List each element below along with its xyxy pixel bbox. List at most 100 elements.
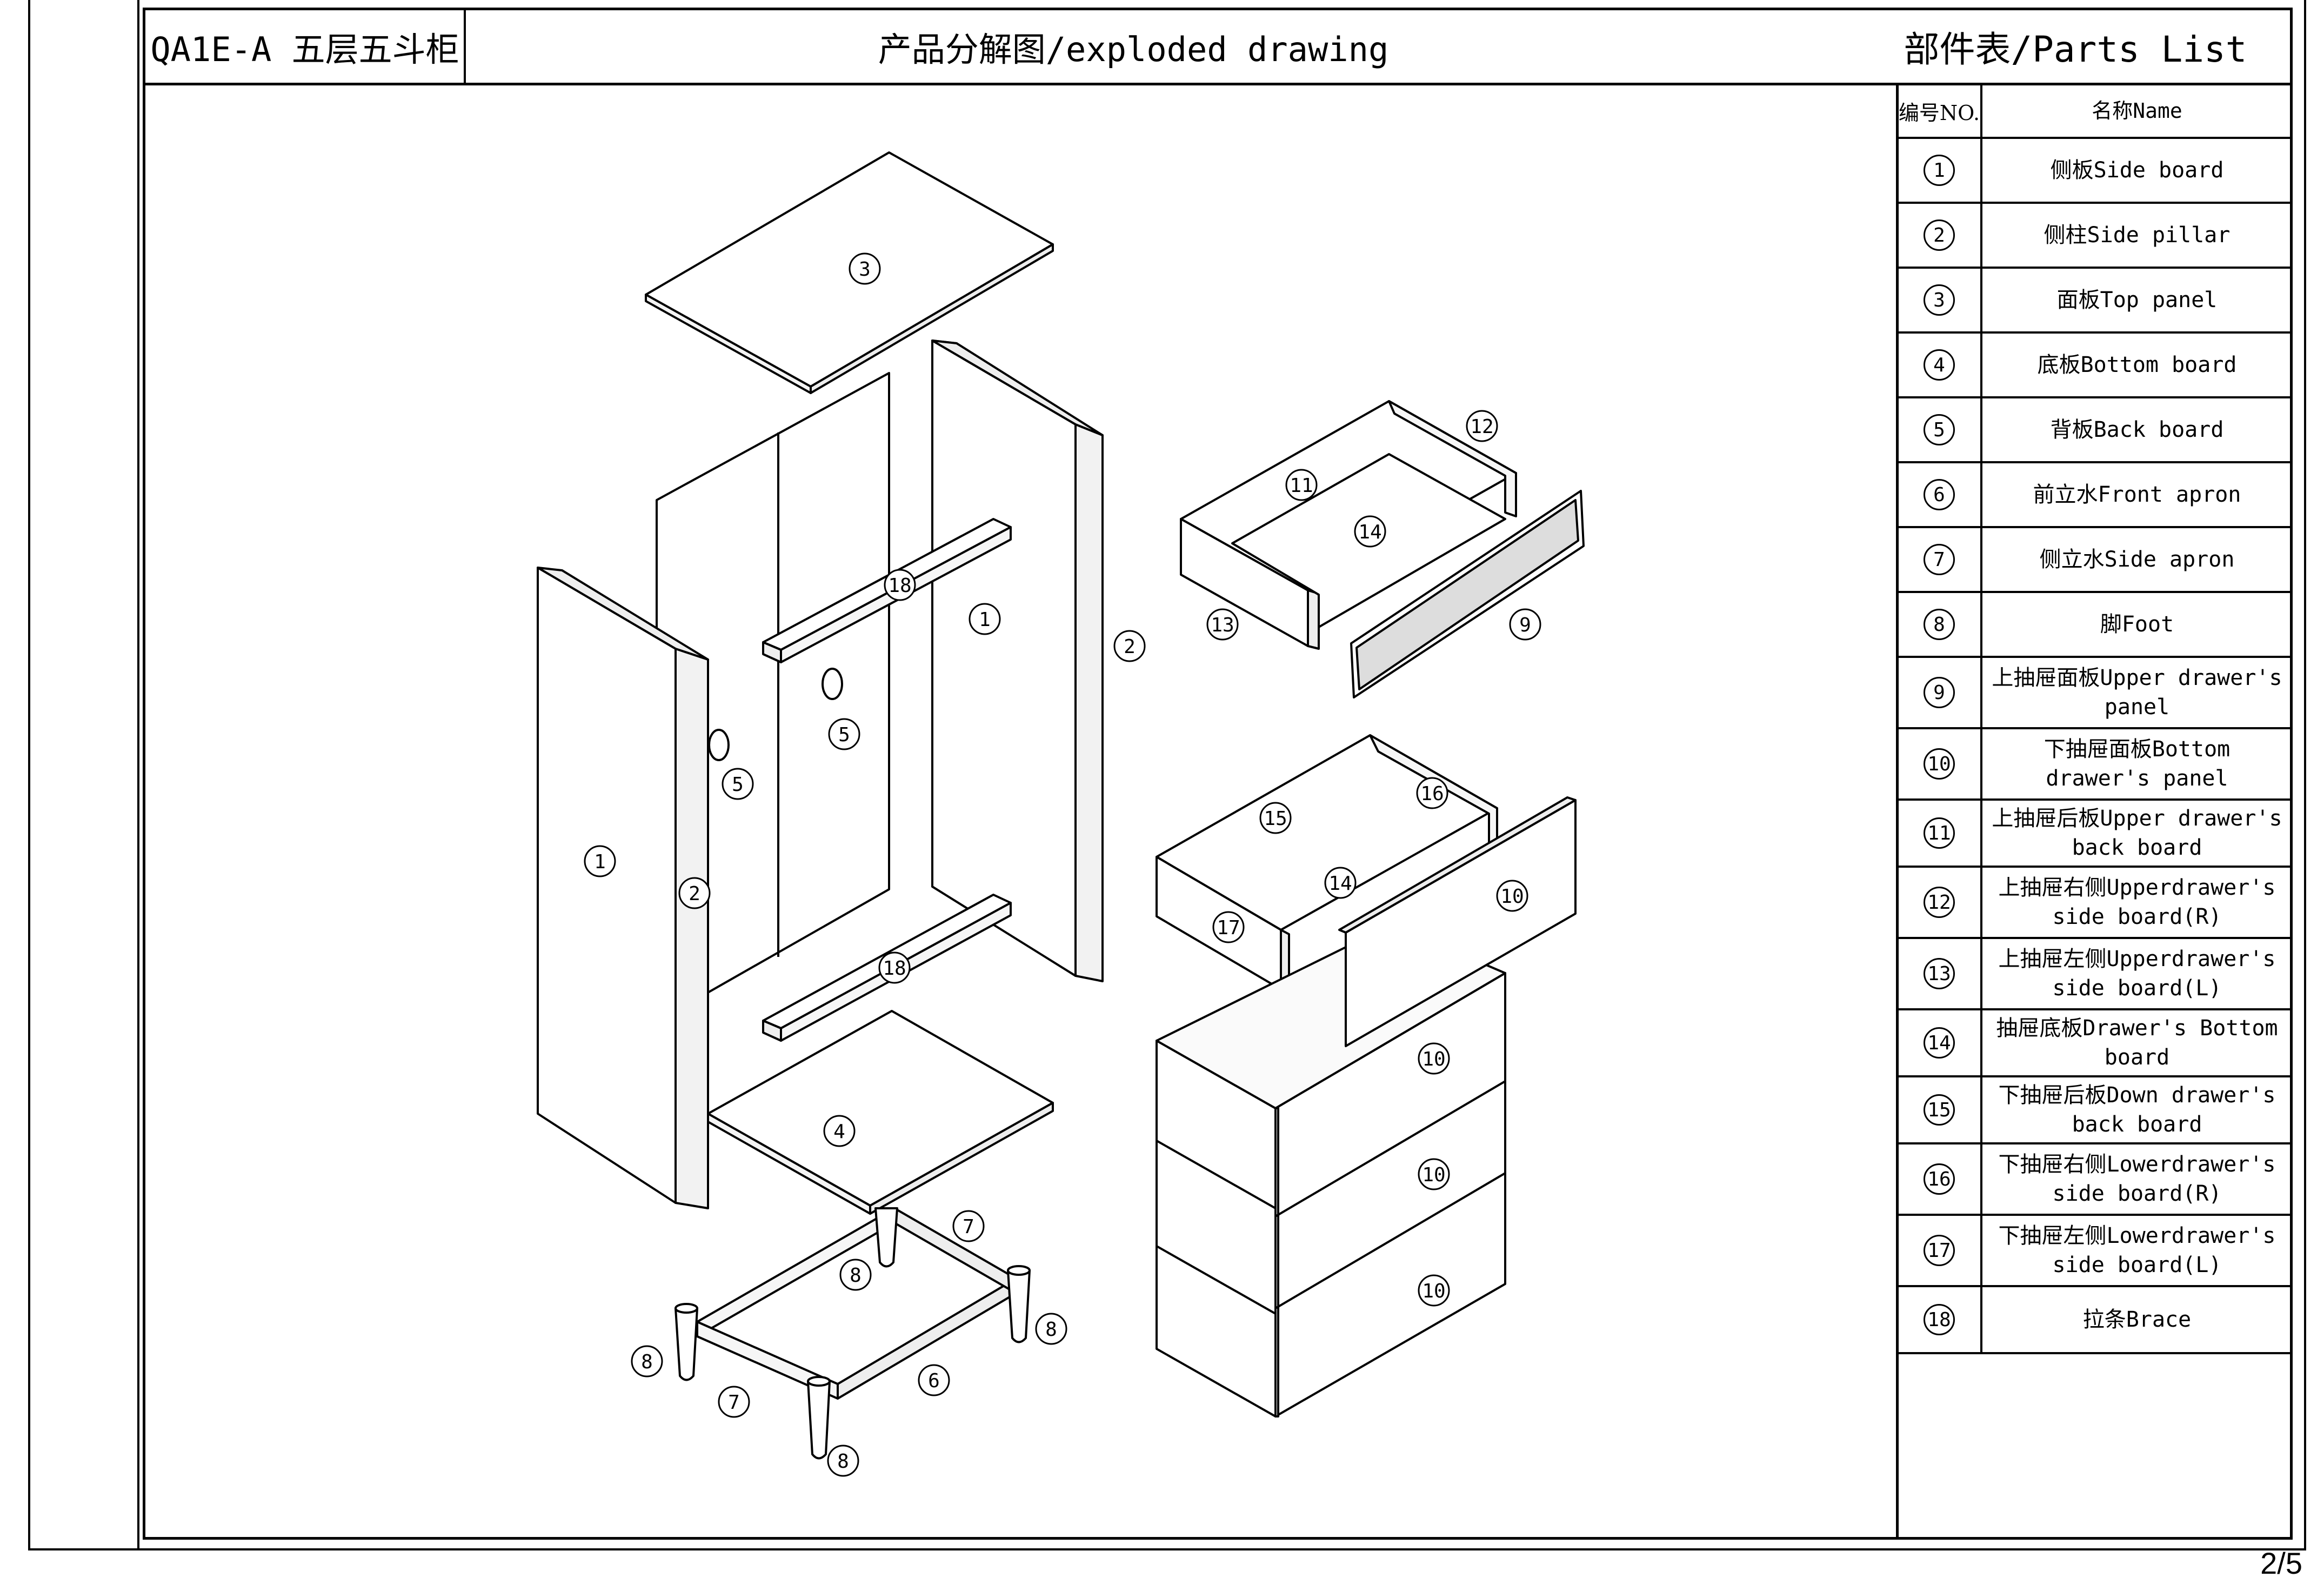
callout-17: 17 — [1212, 911, 1245, 943]
part-number: 2 — [1898, 204, 1982, 267]
part-name: 下抽屉面板Bottom drawer's panel — [2043, 737, 2230, 791]
callout-14a: 14 — [1354, 515, 1386, 548]
svg-text:11: 11 — [1290, 475, 1313, 497]
col-no-header: 编号NO. — [1898, 85, 1982, 137]
parts-list-title: 部件表/Parts List — [1904, 28, 2247, 70]
outer-frame-right — [2304, 0, 2306, 1550]
part-name: 拉条Brace — [2082, 1307, 2192, 1332]
svg-text:5: 5 — [732, 774, 744, 796]
upper-drawer-panel — [1350, 490, 1585, 698]
part-name: 上抽屉右侧Upperdrawer's side board(R) — [1998, 875, 2276, 929]
page-number: 2/5 — [2260, 1546, 2302, 1580]
callout-5a: 5 — [828, 718, 860, 750]
part-number-circle: 7 — [1924, 544, 1955, 575]
callout-8c: 8 — [631, 1345, 663, 1377]
callout-7b: 7 — [718, 1386, 750, 1418]
parts-row-7: 7 侧立水Side apron — [1898, 528, 2292, 593]
part-number: 7 — [1898, 528, 1982, 591]
callout-18b: 18 — [878, 951, 911, 984]
part-number: 5 — [1898, 398, 1982, 461]
svg-text:8: 8 — [641, 1351, 653, 1373]
part-name: 下抽屉左侧Lowerdrawer's side board(L) — [1998, 1223, 2276, 1277]
svg-text:10: 10 — [1422, 1280, 1445, 1302]
part-number-circle: 1 — [1924, 155, 1955, 186]
svg-text:6: 6 — [928, 1370, 940, 1392]
part-number: 15 — [1898, 1077, 1982, 1142]
part-name: 侧柱Side pillar — [2043, 223, 2230, 248]
callout-11: 11 — [1285, 469, 1318, 501]
callout-8b: 8 — [1035, 1313, 1067, 1345]
parts-column-divider — [1896, 83, 1899, 1540]
callout-1b: 1 — [584, 845, 616, 877]
svg-text:2: 2 — [1124, 636, 1136, 658]
part-number: 17 — [1898, 1216, 1982, 1285]
part-number-circle: 17 — [1924, 1235, 1955, 1266]
callout-10d: 10 — [1418, 1274, 1450, 1307]
callout-9: 9 — [1509, 608, 1541, 641]
part-number: 6 — [1898, 463, 1982, 526]
callout-13: 13 — [1206, 608, 1239, 641]
parts-table-header: 编号NO. 名称Name — [1898, 85, 2292, 139]
part-name: 下抽屉后板Down drawer's back board — [1998, 1083, 2276, 1137]
callout-14b: 14 — [1324, 867, 1357, 899]
svg-text:4: 4 — [833, 1121, 845, 1143]
part-number: 18 — [1898, 1287, 1982, 1352]
parts-row-10: 10 下抽屉面板Bottom drawer's panel — [1898, 729, 2292, 801]
outer-frame-left — [28, 0, 30, 1550]
svg-text:5: 5 — [838, 724, 850, 746]
part-number: 9 — [1898, 658, 1982, 727]
callout-3: 3 — [849, 252, 881, 285]
part-number-circle: 6 — [1924, 479, 1955, 510]
callout-10b: 10 — [1418, 1042, 1450, 1075]
svg-text:2: 2 — [689, 883, 700, 905]
header-divider — [143, 83, 2293, 85]
part-number: 14 — [1898, 1010, 1982, 1075]
outer-frame-bottom — [28, 1548, 2306, 1550]
callout-7a: 7 — [952, 1210, 985, 1242]
svg-text:8: 8 — [837, 1450, 849, 1473]
part-number-circle: 12 — [1924, 887, 1955, 918]
svg-text:1: 1 — [979, 609, 991, 631]
part-number-circle: 18 — [1924, 1304, 1955, 1335]
model-label: QA1E-A 五层五斗柜 — [150, 29, 459, 69]
callout-18a: 18 — [884, 569, 916, 601]
part-number-circle: 4 — [1924, 349, 1955, 381]
lower-drawer-panel — [1338, 796, 1577, 1047]
part-name: 底板Bottom board — [2037, 352, 2237, 377]
part-number-circle: 9 — [1924, 677, 1955, 708]
part-name: 侧立水Side apron — [2039, 547, 2235, 572]
drawer-stack — [1156, 923, 1506, 1417]
part-number: 11 — [1898, 801, 1982, 866]
part-number-circle: 2 — [1924, 219, 1955, 251]
base-frame — [675, 1207, 1031, 1460]
callout-2a: 2 — [1113, 630, 1146, 662]
part-number-circle: 8 — [1924, 609, 1955, 640]
part-name: 下抽屉右侧Lowerdrawer's side board(R) — [1998, 1152, 2276, 1206]
part-number-circle: 13 — [1924, 958, 1955, 989]
callout-2b: 2 — [678, 877, 711, 909]
parts-row-17: 17 下抽屉左侧Lowerdrawer's side board(L) — [1898, 1216, 2292, 1287]
svg-text:9: 9 — [1519, 614, 1531, 636]
svg-text:7: 7 — [728, 1392, 740, 1414]
part-number-circle: 10 — [1924, 748, 1955, 780]
part-name: 上抽屉后板Upper drawer's back board — [1992, 806, 2282, 860]
part-name: 面板Top panel — [2056, 288, 2218, 312]
parts-row-4: 4 底板Bottom board — [1898, 334, 2292, 398]
svg-text:14: 14 — [1328, 873, 1352, 895]
svg-text:8: 8 — [1045, 1319, 1057, 1341]
part-number: 13 — [1898, 939, 1982, 1008]
callout-12: 12 — [1466, 410, 1498, 442]
right-side-board — [931, 340, 1104, 982]
part-number-circle: 15 — [1924, 1094, 1955, 1126]
svg-text:18: 18 — [883, 957, 906, 980]
svg-text:16: 16 — [1420, 783, 1444, 805]
svg-text:1: 1 — [594, 851, 606, 873]
